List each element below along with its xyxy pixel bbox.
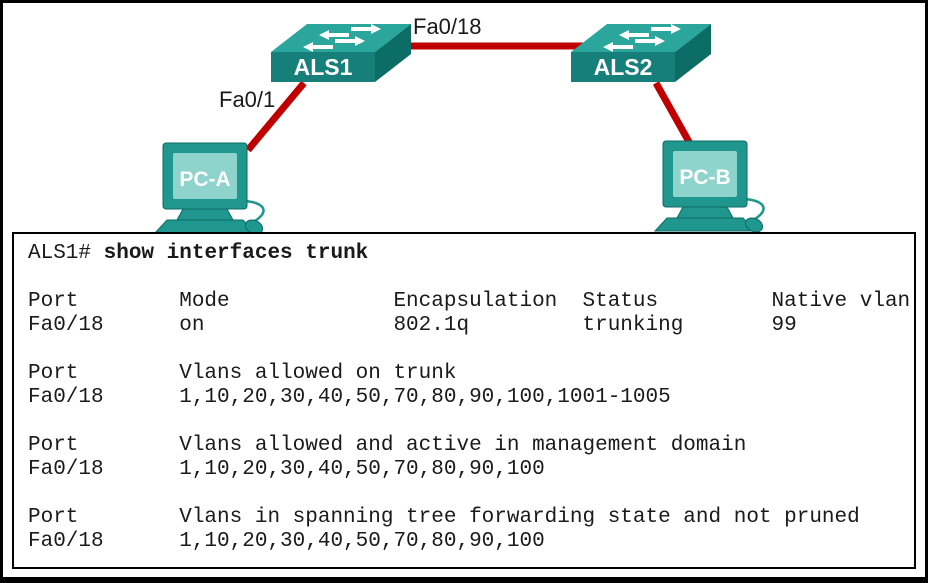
cli-command: show interfaces trunk — [103, 242, 369, 265]
pc-b: PC-B — [653, 140, 765, 233]
terminal-line: Port Mode Encapsulation Status Native vl… — [28, 290, 911, 313]
cli-output-panel: ALS1# show interfaces trunk Port Mode En… — [12, 232, 916, 569]
pc-label: PC-B — [679, 166, 730, 189]
terminal-line: Fa0/18 1,10,20,30,40,50,70,80,90,100 — [28, 458, 545, 481]
terminal-line — [28, 338, 910, 362]
pc-keyboard — [653, 217, 757, 232]
pc-screen — [673, 151, 737, 197]
pc-keyboard — [154, 219, 256, 233]
switch-front-face — [271, 52, 375, 82]
terminal-line — [28, 266, 910, 290]
network-diagram: Fa0/18 Fa0/1 ALS1 — [154, 14, 765, 233]
switch-front-face — [571, 52, 675, 82]
pc-screen — [173, 153, 237, 199]
switch-arrows-icon — [603, 24, 681, 52]
switch-side-face — [675, 24, 711, 82]
pc-mouse-cable — [744, 197, 765, 222]
terminal-line: Port Vlans allowed and active in managem… — [28, 434, 747, 457]
cli-prompt: ALS1# — [28, 242, 104, 265]
switch-label: ALS2 — [594, 54, 653, 80]
link-als2-pcb — [652, 81, 697, 151]
terminal-line — [28, 410, 910, 434]
terminal-line: Fa0/18 on 802.1q trunking 99 — [28, 314, 797, 337]
switch-side-face — [375, 24, 411, 82]
link-label-fa0-1: Fa0/1 — [219, 87, 275, 112]
pc-mouse-icon — [744, 217, 764, 233]
terminal-line: Fa0/18 1,10,20,30,40,50,70,80,90,100,100… — [28, 386, 671, 409]
cli-command-line: ALS1# show interfaces trunk — [28, 242, 910, 266]
pc-a: PC-A — [154, 142, 265, 233]
switch-label: ALS1 — [294, 54, 353, 80]
link-label-fa0-18: Fa0/18 — [413, 14, 482, 39]
link-als1-pca — [245, 80, 307, 153]
pc-mouse-cable — [244, 199, 265, 224]
pc-pedestal — [176, 208, 234, 221]
pc-label: PC-A — [179, 168, 230, 191]
switch-als2: ALS2 — [571, 24, 711, 82]
terminal-line: Fa0/18 1,10,20,30,40,50,70,80,90,100 — [28, 530, 545, 553]
terminal-line — [28, 482, 910, 506]
terminal-line: Port Vlans allowed on trunk — [28, 362, 457, 385]
pc-pedestal — [676, 206, 734, 219]
terminal-line: Port Vlans in spanning tree forwarding s… — [28, 506, 860, 529]
switch-arrows-icon — [303, 24, 381, 52]
switch-als1: ALS1 — [271, 24, 411, 82]
